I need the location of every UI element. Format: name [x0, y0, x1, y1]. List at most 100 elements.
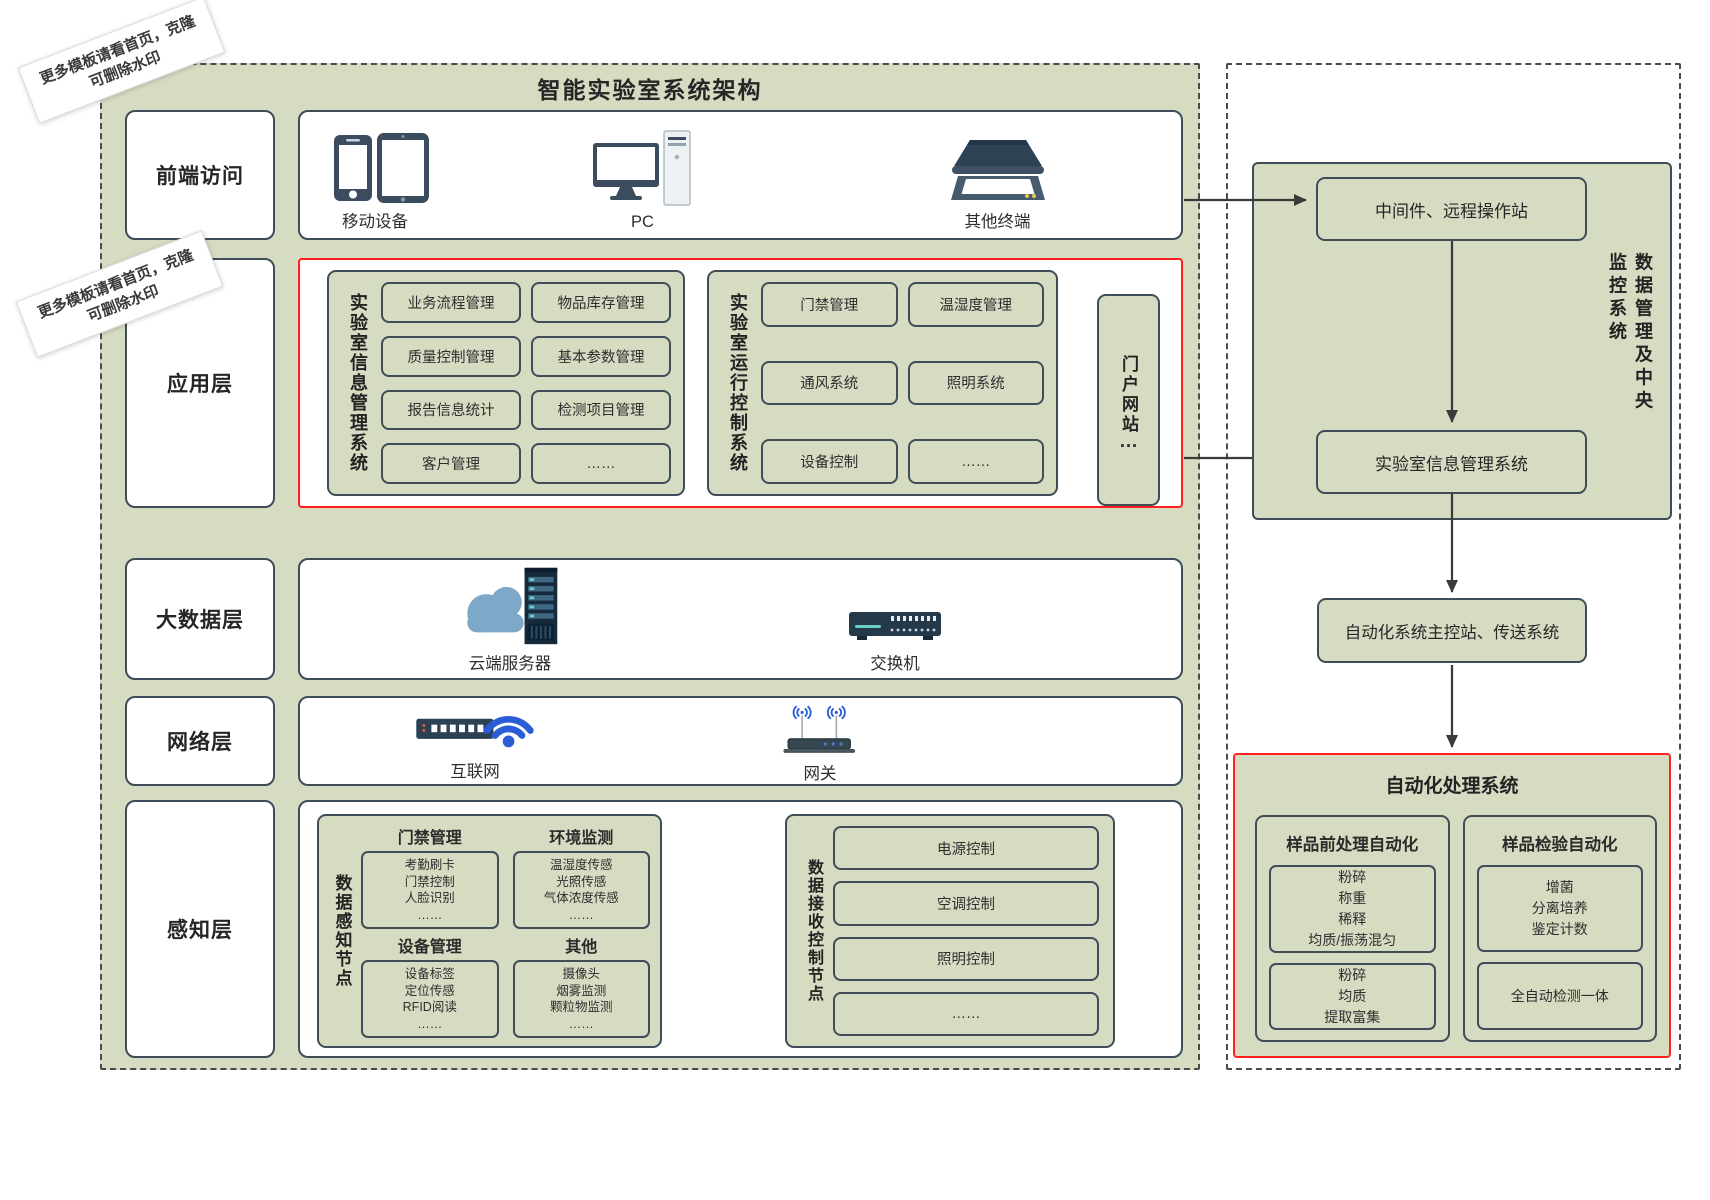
- section-line: 颗粒物监测: [549, 1000, 613, 1014]
- module-box: 物品库存管理: [531, 282, 671, 323]
- column-header: 样品前处理自动化: [1286, 836, 1419, 854]
- gateway-antennas-icon: [783, 705, 855, 753]
- other-terminal-group: 其他终端: [930, 122, 1065, 232]
- gateway-group: 网关: [755, 700, 885, 784]
- process-line: 鉴定计数: [1531, 921, 1588, 938]
- receiving-column: 电源控制 空调控制 照明控制 ……: [833, 826, 1099, 1036]
- module-box: 空调控制: [833, 881, 1099, 926]
- scanner-icon: [950, 140, 1045, 200]
- section-header: 门禁管理: [397, 830, 462, 847]
- layer-label-perception: 感知层: [125, 800, 275, 1058]
- sensing-grid: 门禁管理 考勤刷卡 门禁控制 人脸识别 …… 环境监测 温湿度传感 光照传感 气…: [361, 824, 650, 1038]
- section-lines-box: 温湿度传感 光照传感 气体浓度传感 ……: [512, 851, 650, 929]
- module-box: 报告信息统计: [381, 389, 521, 431]
- network-switch-icon: [849, 612, 941, 640]
- application-content-box: 实验室信息管理系统 业务流程管理 物品库存管理 质量控制管理 基本参数管理 报告…: [298, 258, 1183, 508]
- section-line: 考勤刷卡: [404, 858, 455, 872]
- switch-label: 交换机: [870, 655, 920, 673]
- module-box: 照明系统: [907, 360, 1044, 406]
- sensing-vertical-title: 数据感知节点: [332, 874, 352, 988]
- layer-label-text: 感知层: [167, 919, 233, 942]
- module-box: 业务流程管理: [381, 282, 521, 323]
- lims-vertical-title: 实验室信息管理系统: [348, 293, 368, 473]
- portal-ellipsis: …: [1119, 430, 1138, 452]
- internet-label: 互联网: [450, 763, 500, 781]
- lims-module-grid: 业务流程管理 物品库存管理 质量控制管理 基本参数管理 报告信息统计 检测项目管…: [381, 282, 671, 484]
- section-line: 人脸识别: [404, 891, 455, 905]
- monitoring-system-panel: 中间件、远程操作站 实验室信息管理系统 数据管理及中央监控系统: [1252, 162, 1672, 520]
- module-box: 检测项目管理: [531, 389, 671, 431]
- layer-label-text: 前端访问: [156, 165, 244, 188]
- section-lines-box: 考勤刷卡 门禁控制 人脸识别 ……: [361, 851, 499, 929]
- process-box: 粉碎 称重 稀释 均质/振荡混匀: [1269, 865, 1436, 953]
- module-box: 通风系统: [761, 360, 898, 406]
- lims-node: 实验室信息管理系统: [1316, 430, 1587, 494]
- sample-testing-column: 样品检验自动化 增菌 分离培养 鉴定计数 全自动检测一体: [1462, 815, 1657, 1042]
- cloud-server-label: 云端服务器: [468, 655, 552, 673]
- section-header: 设备管理: [397, 939, 462, 956]
- section-line: 摄像头: [562, 967, 600, 981]
- section-lines-box: 设备标签 定位传感 RFID阅读 ……: [361, 960, 499, 1038]
- section-header: 环境监测: [549, 830, 614, 847]
- section-lines-box: 摄像头 烟雾监测 颗粒物监测 ……: [512, 960, 650, 1038]
- lims-subsystem-box: 实验室信息管理系统 业务流程管理 物品库存管理 质量控制管理 基本参数管理 报告…: [327, 270, 685, 496]
- section-line: RFID阅读: [402, 1000, 457, 1014]
- process-line: 均质/振荡混匀: [1308, 932, 1397, 948]
- section-line: 气体浓度传感: [543, 891, 619, 905]
- module-box: 温湿度管理: [907, 282, 1044, 327]
- process-box: 粉碎 均质 提取富集: [1269, 963, 1436, 1030]
- module-box: 门禁管理: [761, 282, 898, 327]
- middleware-node: 中间件、远程操作站: [1316, 177, 1587, 241]
- internet-group: 互联网: [395, 702, 555, 782]
- sensing-section: 门禁管理 考勤刷卡 门禁控制 人脸识别 ……: [361, 824, 499, 929]
- lab-control-vertical-title: 实验室运行控制系统: [728, 293, 748, 473]
- sensing-section: 环境监测 温湿度传感 光照传感 气体浓度传感 ……: [512, 824, 650, 929]
- section-line: ……: [568, 1016, 594, 1031]
- module-box: 质量控制管理: [381, 335, 521, 377]
- pc-label: PC: [631, 213, 654, 231]
- process-line: 均质: [1338, 988, 1367, 1004]
- section-line: ……: [417, 907, 443, 922]
- network-content-box: 互联网 网关: [298, 696, 1183, 786]
- switch-group: 交换机: [820, 566, 970, 674]
- section-line: 光照传感: [556, 874, 607, 889]
- receiving-vertical-title: 数据接收控制节点: [805, 859, 822, 1003]
- perception-content-box: 数据感知节点 门禁管理 考勤刷卡 门禁控制 人脸识别 …… 环境监测 温湿度传感: [298, 800, 1183, 1058]
- layer-label-bigdata: 大数据层: [125, 558, 275, 680]
- process-line: 分离培养: [1531, 900, 1588, 917]
- pc-group: PC: [575, 120, 710, 232]
- module-box: 照明控制: [833, 936, 1099, 981]
- sensing-section: 设备管理 设备标签 定位传感 RFID阅读 ……: [361, 933, 499, 1038]
- router-with-wifi-icon: [416, 715, 534, 748]
- cloud-with-server-rack-icon: [467, 567, 558, 645]
- module-box: 客户管理: [381, 443, 521, 484]
- layer-label-frontend: 前端访问: [125, 110, 275, 240]
- control-module-grid: 门禁管理 温湿度管理 通风系统 照明系统 设备控制 ……: [761, 282, 1044, 484]
- data-sensing-node-box: 数据感知节点 门禁管理 考勤刷卡 门禁控制 人脸识别 …… 环境监测 温湿度传感: [317, 814, 662, 1048]
- module-box: ……: [907, 439, 1044, 484]
- diagram-title: 智能实验室系统架构: [537, 77, 763, 103]
- automation-processing-box: 自动化处理系统 样品前处理自动化 粉碎 称重 稀释 均质/振荡混匀 粉碎 均质 …: [1233, 753, 1671, 1058]
- other-terminal-label: 其他终端: [964, 213, 1031, 231]
- sensing-section: 其他 摄像头 烟雾监测 颗粒物监测 ……: [512, 933, 650, 1038]
- section-line: 烟雾监测: [556, 983, 607, 998]
- sample-pretreatment-column: 样品前处理自动化 粉碎 称重 稀释 均质/振荡混匀 粉碎 均质 提取富集: [1255, 815, 1450, 1042]
- master-station-node: 自动化系统主控站、传送系统: [1317, 598, 1587, 663]
- process-line: 粉碎: [1338, 869, 1367, 885]
- process-line: 稀释: [1338, 911, 1367, 927]
- mobile-device-label: 移动设备: [342, 213, 408, 231]
- gateway-label: 网关: [803, 765, 837, 783]
- section-header: 其他: [565, 939, 598, 956]
- process-line: 粉碎: [1338, 967, 1367, 983]
- layer-label-text: 大数据层: [156, 609, 244, 632]
- process-line: 增菌: [1545, 879, 1574, 896]
- layer-label-text: 应用层: [167, 373, 233, 396]
- lab-control-subsystem-box: 实验室运行控制系统 门禁管理 温湿度管理 通风系统 照明系统 设备控制 ……: [707, 270, 1058, 496]
- portal-website-box: 门户网站 …: [1097, 294, 1160, 506]
- frontend-content-box: 移动设备 PC: [298, 110, 1183, 240]
- automation-title: 自动化处理系统: [1385, 776, 1519, 797]
- automation-columns: 样品前处理自动化 粉碎 称重 稀释 均质/振荡混匀 粉碎 均质 提取富集 样品检…: [1255, 815, 1657, 1042]
- module-box: 电源控制: [833, 826, 1099, 871]
- module-box: 基本参数管理: [531, 335, 671, 377]
- column-header: 样品检验自动化: [1502, 836, 1618, 854]
